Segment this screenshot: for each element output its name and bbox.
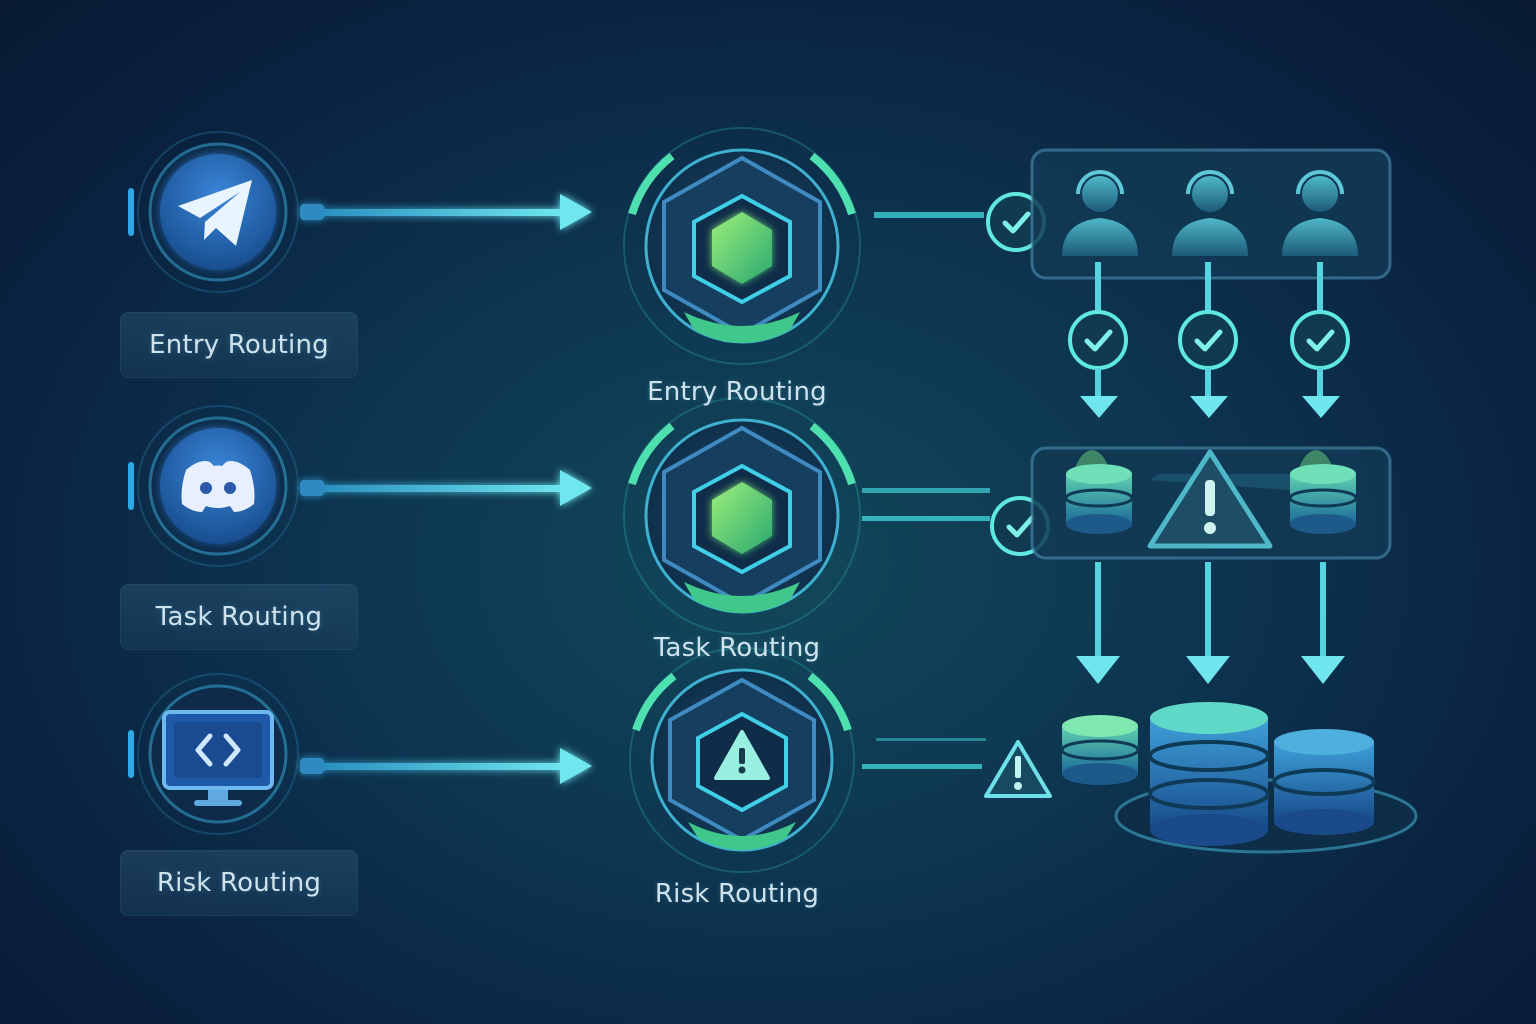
connector-risk-out — [862, 738, 1052, 798]
database-icon — [1272, 729, 1376, 835]
cube-hub-icon — [712, 482, 772, 554]
source-label-task: Task Routing — [120, 584, 358, 650]
risk-storage[interactable] — [1060, 702, 1418, 854]
source-label-entry: Entry Routing — [120, 312, 358, 378]
hub-label-task: Task Routing — [653, 633, 821, 663]
telegram-icon — [178, 180, 252, 246]
agent-flow-arrows — [1070, 262, 1348, 418]
hub-entry[interactable] — [623, 127, 861, 365]
support-agent-icon — [1172, 170, 1248, 256]
storage-panel[interactable] — [1030, 446, 1392, 560]
support-agent-icon — [1282, 170, 1358, 256]
hub-label-risk: Risk Routing — [654, 879, 820, 909]
code-monitor-icon — [162, 710, 274, 806]
check-circle-icon — [1180, 312, 1236, 368]
hub-task[interactable] — [623, 397, 861, 635]
database-icon — [1060, 715, 1140, 785]
check-circle-icon — [1292, 312, 1348, 368]
storage-flow-arrows — [1076, 562, 1345, 684]
warning-icon — [984, 740, 1052, 798]
source-label-risk: Risk Routing — [120, 850, 358, 916]
connector-entry-out — [874, 194, 1044, 250]
cube-hub-icon — [712, 212, 772, 284]
database-icon — [1064, 450, 1134, 534]
database-icon — [1148, 702, 1270, 846]
source-code-monitor[interactable] — [128, 673, 299, 835]
hub-risk[interactable] — [629, 647, 855, 873]
support-agent-icon — [1062, 170, 1138, 256]
hub-label-entry: Entry Routing — [647, 377, 827, 407]
agents-panel[interactable] — [1030, 148, 1392, 280]
discord-icon — [181, 461, 255, 512]
database-icon — [1288, 450, 1358, 534]
source-discord[interactable] — [128, 405, 299, 567]
source-telegram[interactable] — [128, 131, 299, 293]
arrow-risk — [300, 748, 592, 784]
arrow-entry — [300, 194, 592, 230]
connector-task-out — [862, 488, 1048, 554]
arrow-task — [300, 470, 592, 506]
check-circle-icon — [1070, 312, 1126, 368]
warning-icon — [1147, 449, 1273, 549]
warning-hub-icon — [714, 730, 770, 780]
